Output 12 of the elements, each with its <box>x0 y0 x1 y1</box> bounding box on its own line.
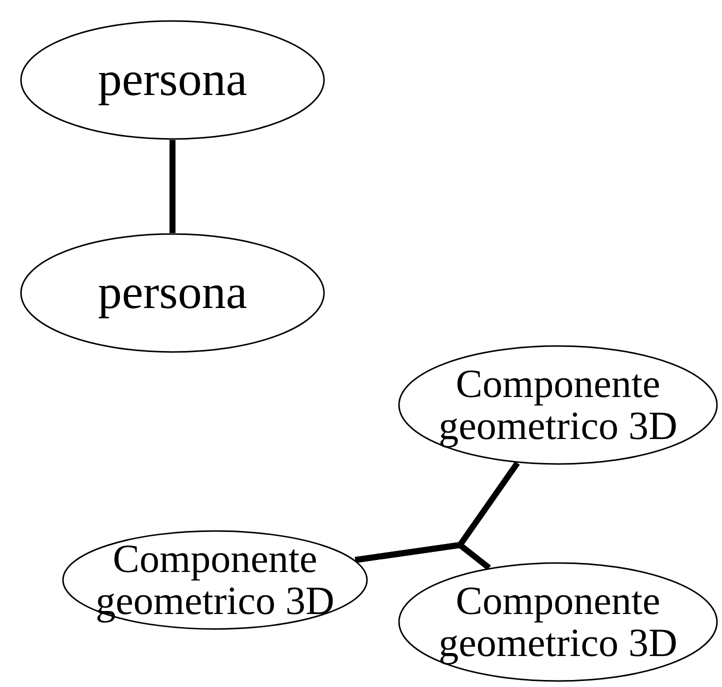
connector-line <box>170 140 176 233</box>
ellipse-node <box>398 562 718 682</box>
connector-line <box>354 542 491 570</box>
ellipse-node <box>20 233 325 353</box>
ellipse-node <box>398 345 718 465</box>
node-label: Componente geometrico 3D <box>94 538 336 622</box>
ellipse-node <box>62 530 368 630</box>
node-label: Componente geometrico 3D <box>438 580 678 664</box>
node-label: persona <box>98 54 248 106</box>
node-label: Componente geometrico 3D <box>438 363 678 447</box>
ellipse-node <box>20 20 325 140</box>
node-label: persona <box>98 268 248 318</box>
